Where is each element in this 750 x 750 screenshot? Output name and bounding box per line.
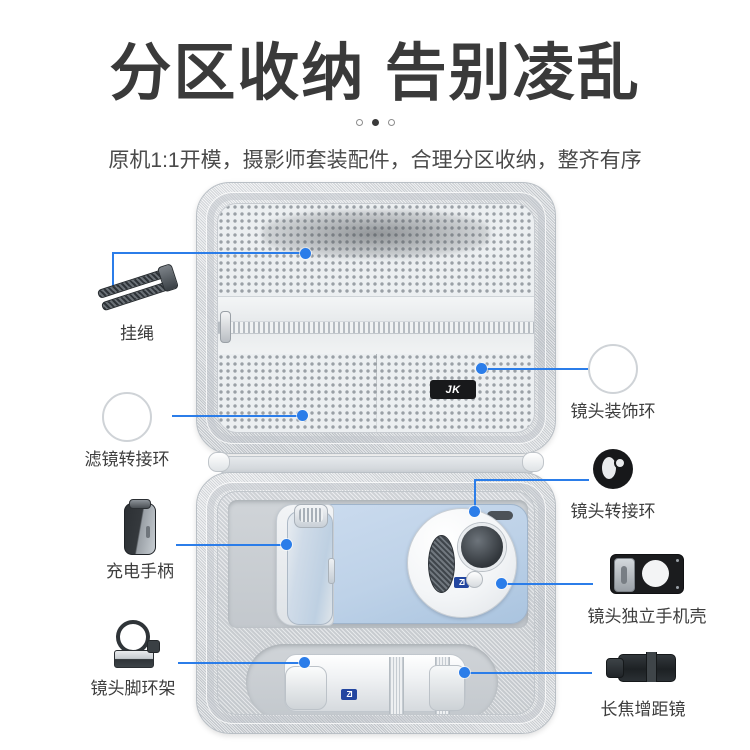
callout-decor-ring: 镜头装饰环 [528,340,698,423]
callout-charging-grip: 充电手柄 [55,499,225,583]
callout-lanyard: 挂绳 [52,262,222,345]
lens-module: ZI [407,508,517,618]
carousel-dot-1[interactable] [355,119,363,126]
callout-teleconverter: 长焦增距镜 [558,638,728,721]
callout-label-teleconverter: 长焦增距镜 [600,700,686,719]
handle-icon [55,499,225,558]
lid-mesh-pocket: JK [217,203,535,433]
pin-teleconverter [459,667,470,678]
teleconverter-front [606,658,624,678]
lead-phone-case [501,583,593,585]
phone-case-lens-hole [642,560,669,587]
lead-tripod-collar [178,662,306,664]
callout-label-decor-ring: 镜头装饰环 [570,402,656,421]
carousel-dot-3[interactable] [387,119,395,126]
zipper-pull-right[interactable] [522,452,544,472]
callout-label-phone-case: 镜头独立手机壳 [587,607,707,626]
pin-filter-ring [297,410,308,421]
teleconverter-ring [646,652,657,682]
grip-slot [146,526,150,538]
grip-knurl [299,508,323,522]
lens-module-badge: ZI [454,577,469,588]
grip-cap [129,499,151,509]
page-title: 分区收纳 告别凌乱 [109,39,641,108]
phone-case-shape [610,554,684,594]
brand-logo-tag: JK [430,380,476,399]
pin-decor-ring [476,363,487,374]
teleconverter-icon [558,638,728,696]
lid-pocket-divider [376,354,377,432]
lid-zipper-track [218,321,534,334]
pin-phone-case [496,578,507,589]
lid-zipper-pull[interactable] [220,311,231,343]
collar-ring [116,620,150,654]
decor-ring-shape [588,344,638,394]
telephoto-body: ZI [284,654,466,714]
lanyard-icon [52,262,222,320]
adapter-ring-shape [593,449,633,489]
callout-label-charging-grip: 充电手柄 [106,562,174,581]
adapter-opening-large [602,457,616,479]
lens-module-knob [466,571,483,588]
phone-case-grip [614,558,635,592]
base-foam-insert: ZI ZI [217,491,535,715]
pin-charging-grip [281,539,292,550]
grip-shutter-button [328,558,335,584]
telephoto-rear-barrel [429,665,465,711]
pin-lanyard [300,248,311,259]
thin-ring-icon [528,340,698,398]
phone-case-icon [562,545,732,603]
carousel-dots [0,119,750,126]
lead-lens-adapter-horizontal [474,479,589,481]
lead-lens-adapter-vertical [474,479,476,512]
pin-tripod-collar [299,657,310,668]
charging-grip-shape [124,499,156,555]
telephoto-lens: ZI [258,650,486,714]
lead-lanyard-horizontal [112,252,308,254]
telephoto-focus-ring [389,657,404,714]
carousel-dot-2[interactable] [371,119,379,126]
collar-foot [114,650,154,668]
callout-tripod-collar: 镜头脚环架 [48,617,218,700]
callout-label-lens-adapter: 镜头转接环 [570,502,656,521]
lens-module-grip-pad [428,535,455,593]
callout-label-lanyard: 挂绳 [120,324,154,343]
callout-filter-ring: 滤镜转接环 [42,388,212,471]
telephoto-badge: ZI [341,689,357,700]
collar-knob [147,640,160,653]
zipper-pull-left[interactable] [208,452,230,472]
tripod-collar-icon [48,617,218,675]
phone-case-corner-br [676,586,679,589]
lead-teleconverter [464,672,592,674]
thin-ring-icon [42,388,212,446]
pin-lens-adapter [469,506,480,517]
phone-case-corner-tr [676,559,679,562]
lens-module-front-element [458,523,506,571]
grip-head [294,504,328,528]
lid-mesh-upper [218,204,534,296]
phone-camera-strip [487,511,513,520]
lead-decor-ring [481,368,589,370]
callout-phone-case: 镜头独立手机壳 [562,545,732,628]
lid-contents-shadow [262,210,490,258]
callout-lens-adapter: 镜头转接环 [528,440,698,523]
callout-label-tripod-collar: 镜头脚环架 [90,679,176,698]
page-subtitle: 原机1:1开模，摄影师套装配件，合理分区收纳，整齐有序 [108,149,642,172]
phone-with-case: ZI [276,504,528,626]
lid-zipper-band [218,296,534,356]
charging-grip-attached [287,504,335,625]
filter-ring-shape [102,392,152,442]
case-lid: JK [196,182,556,454]
lead-charging-grip [176,544,288,546]
telephoto-front-barrel [285,666,327,710]
adapter-ring-icon [528,440,698,498]
carrying-case-illustration: JK [196,182,556,734]
callout-label-filter-ring: 滤镜转接环 [84,450,170,469]
case-base: ZI ZI [196,472,556,734]
lead-filter-ring [172,415,304,417]
lead-lanyard-vertical [112,252,114,286]
adapter-opening-small [614,457,626,469]
